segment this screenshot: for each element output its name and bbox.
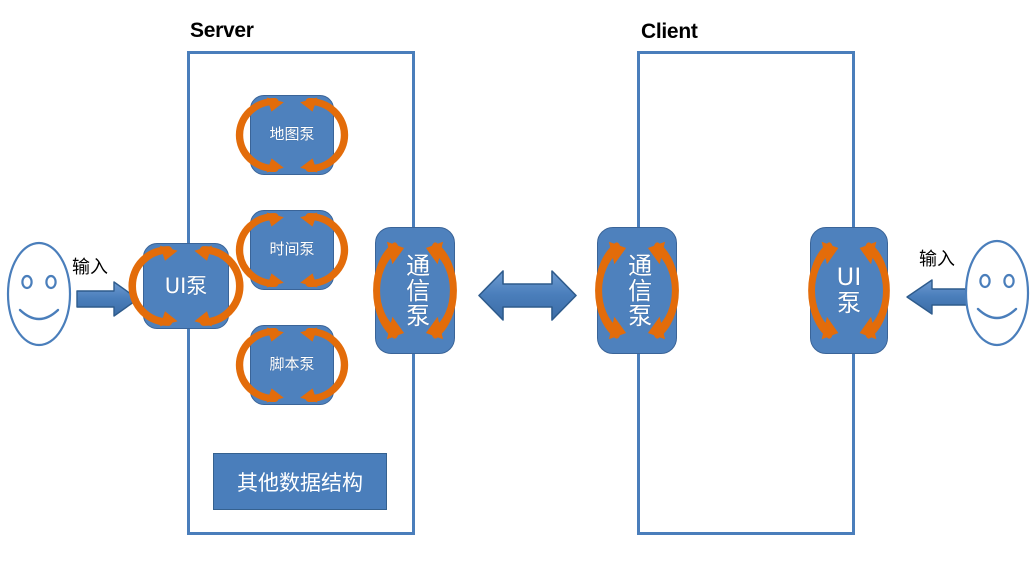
client-ui-pump[interactable]: UI 泵 [808, 227, 890, 354]
right-block-arrow-icon [76, 281, 139, 317]
double-headed-block-arrow-icon [478, 270, 577, 321]
server-ui-pump-label: UI泵 [164, 273, 208, 298]
user-left [5, 240, 73, 353]
time-pump[interactable]: 时间泵 [235, 210, 349, 290]
client-ui-pump-label-line2: 泵 [837, 288, 861, 317]
arrow-server-client [477, 265, 578, 331]
server-ui-pump[interactable]: UI泵 [128, 243, 244, 329]
other-data-structures-label: 其他数据结构 [237, 470, 363, 495]
map-pump-label: 地图泵 [269, 125, 315, 144]
user-right [963, 238, 1031, 353]
map-pump[interactable]: 地图泵 [235, 95, 349, 175]
other-data-structures-box[interactable]: 其他数据结构 [213, 453, 387, 510]
left-block-arrow-icon [906, 279, 970, 315]
client-title: Client [641, 20, 698, 43]
server-comm-pump[interactable]: 通信泵 [373, 227, 457, 354]
smiley-face-icon [964, 239, 1030, 347]
script-pump[interactable]: 脚本泵 [235, 325, 349, 405]
input-label-right: 输入 [919, 249, 955, 270]
server-comm-pump-label: 通信泵 [401, 253, 430, 328]
time-pump-label: 时间泵 [269, 240, 315, 259]
server-title: Server [190, 19, 254, 42]
client-ui-pump-label-line1: UI [836, 263, 862, 292]
smiley-face-icon [6, 241, 72, 347]
input-label-left: 输入 [72, 257, 108, 278]
arrow-user-to-ui-left [76, 280, 140, 323]
client-comm-pump[interactable]: 通信泵 [595, 227, 679, 354]
script-pump-label: 脚本泵 [269, 355, 315, 374]
client-comm-pump-label: 通信泵 [623, 253, 652, 328]
arrow-user-to-ui-right [905, 278, 971, 321]
